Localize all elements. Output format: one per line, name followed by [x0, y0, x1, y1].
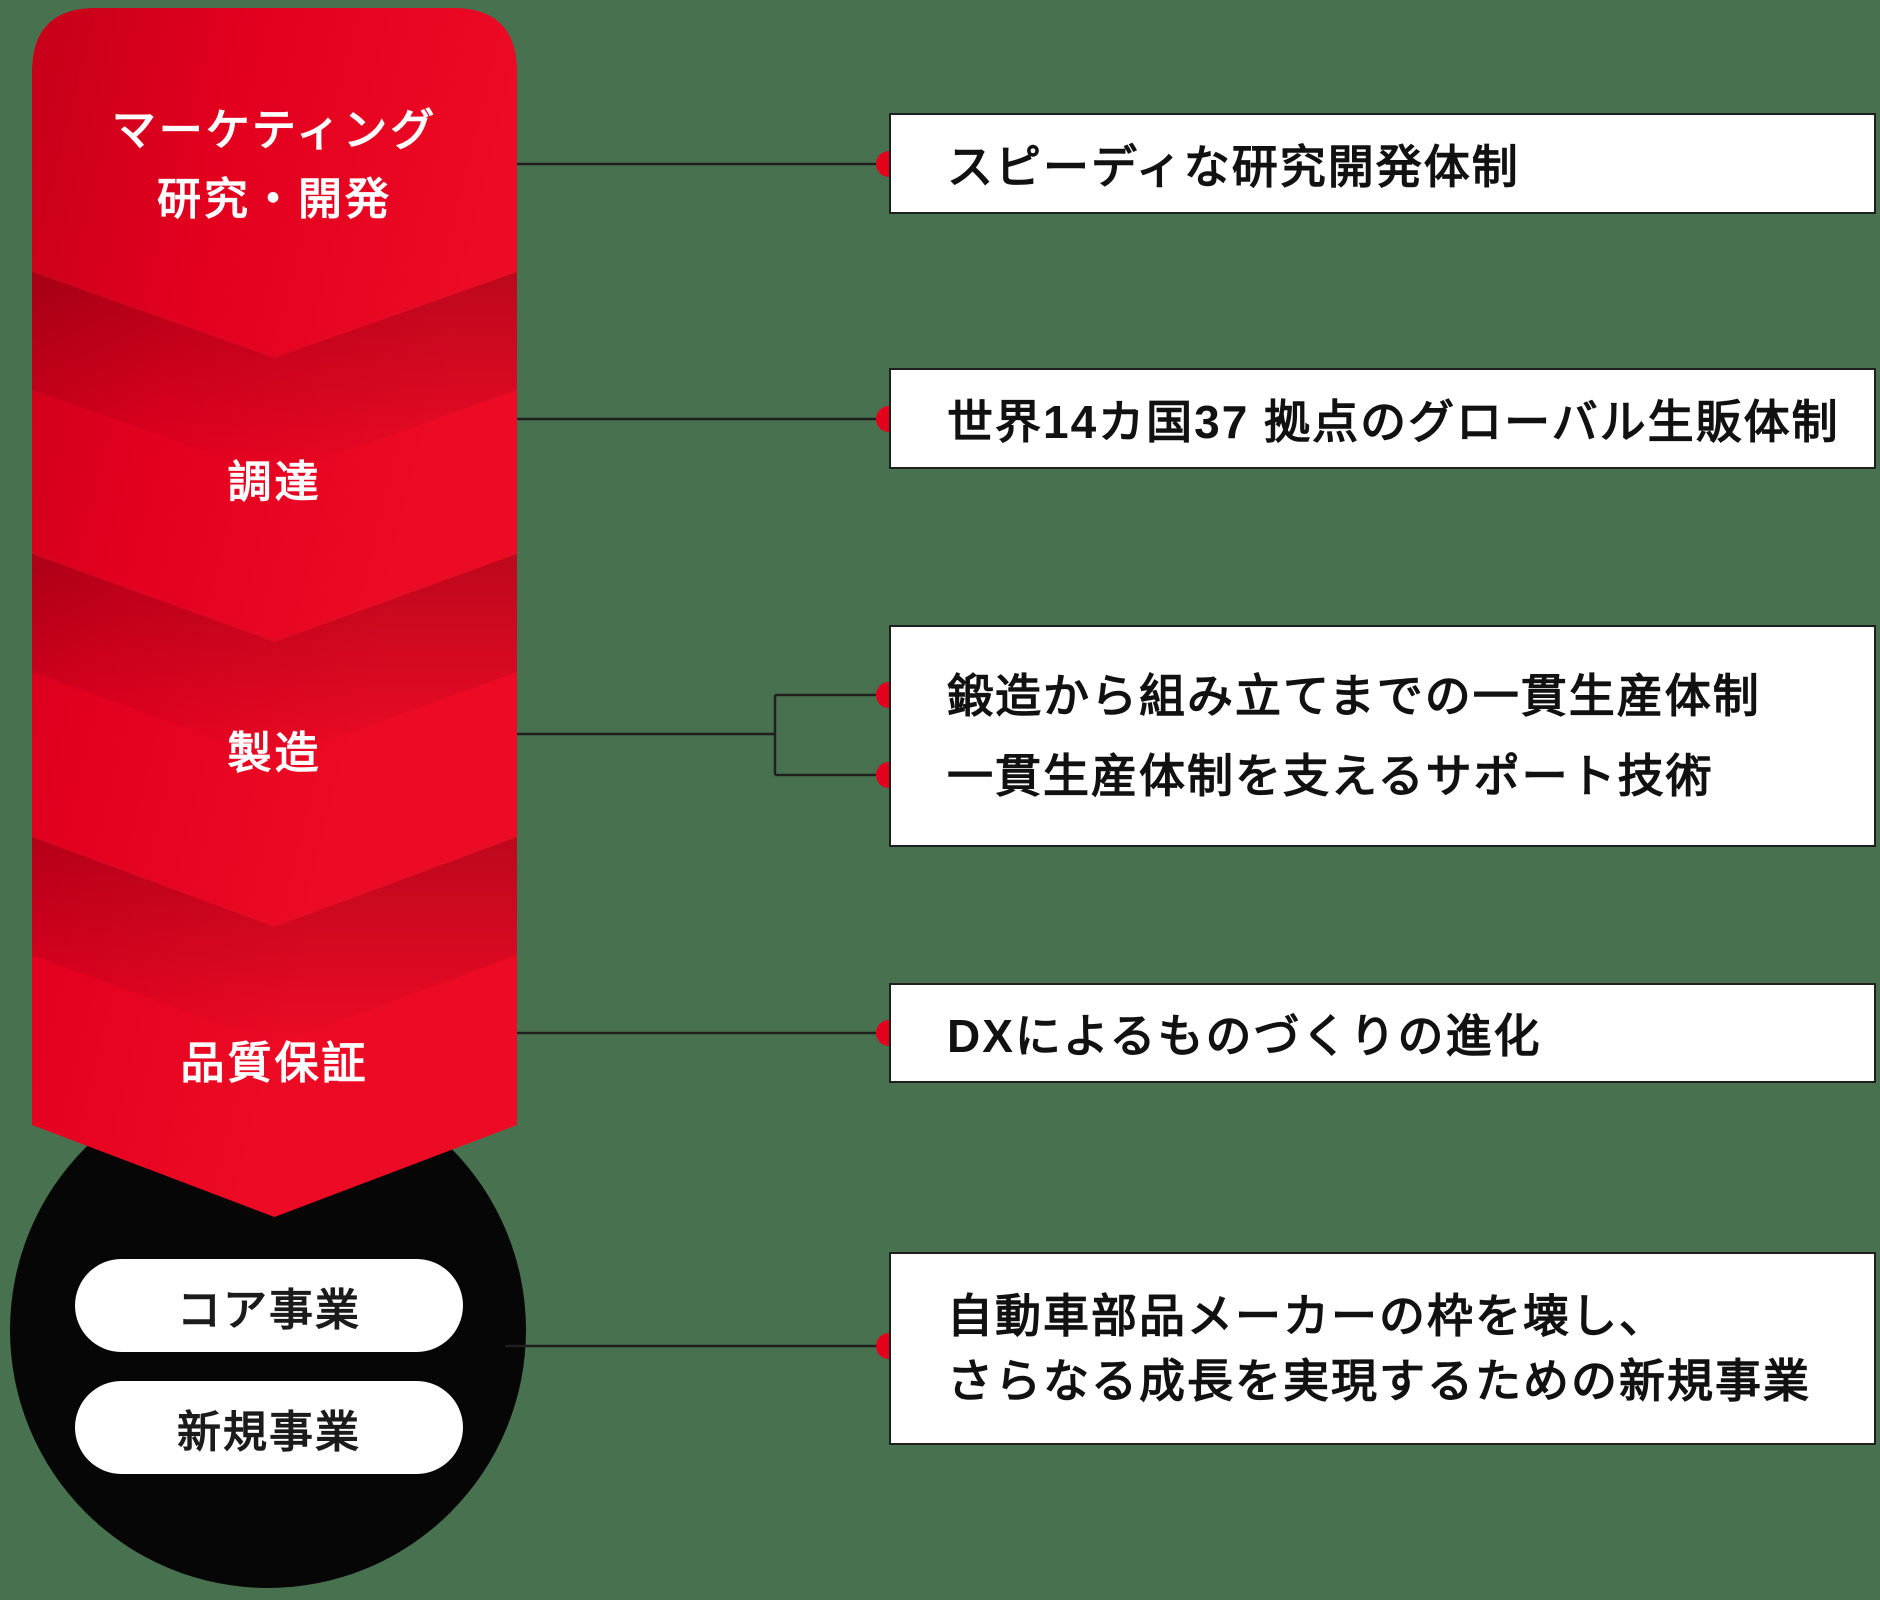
feature-box-text: 世界14カ国37 拠点のグローバル生販体制	[947, 395, 1840, 448]
feature-box-global: 世界14カ国37 拠点のグローバル生販体制	[889, 368, 1876, 469]
feature-box-new-business: 自動車部品メーカーの枠を壊し、 さらなる成長を実現するための新規事業	[889, 1252, 1876, 1445]
connector-bracket-manufacturing	[517, 693, 889, 777]
segment-label-line: 製造	[227, 729, 322, 778]
chevron-fold-shadow	[32, 554, 517, 760]
chevron-fold-shadow	[32, 837, 517, 1045]
feature-box-dx: DXによるものづくりの進化	[889, 983, 1876, 1083]
feature-box-text: 自動車部品メーカーの枠を壊し、	[947, 1289, 1667, 1342]
segment-label-line: 研究・開発	[157, 175, 392, 224]
feature-box-production: 鍛造から組み立てまでの一貫生産体制 一貫生産体制を支えるサポート技術	[889, 625, 1876, 847]
pill-core-business: コア事業	[75, 1259, 463, 1352]
feature-box-text: 鍛造から組み立てまでの一貫生産体制	[947, 670, 1761, 722]
pill-new-business: 新規事業	[75, 1381, 463, 1474]
pill-core-business-label: コア事業	[177, 1285, 361, 1335]
chevron-fold-shadow	[32, 272, 517, 476]
pill-new-business-label: 新規事業	[177, 1407, 361, 1457]
feature-box-text: さらなる成長を実現するための新規事業	[947, 1354, 1811, 1407]
feature-box-rd: スピーディな研究開発体制	[889, 113, 1876, 214]
feature-box-text: スピーディな研究開発体制	[947, 140, 1520, 193]
segment-label-manufacturing: 製造	[32, 719, 517, 788]
segment-label-marketing-rd: マーケティング 研究・開発	[32, 96, 517, 234]
segment-label-quality: 品質保証	[32, 1029, 517, 1098]
segment-label-line: マーケティング	[111, 106, 438, 155]
feature-box-text: DXによるものづくりの進化	[947, 1010, 1542, 1062]
chevron-segment-marketing-rd	[32, 8, 517, 356]
feature-box-text: 一貫生産体制を支えるサポート技術	[947, 750, 1714, 802]
segment-label-procurement: 調達	[32, 448, 517, 517]
segment-label-line: 品質保証	[180, 1039, 369, 1088]
segment-label-line: 調達	[227, 458, 322, 507]
